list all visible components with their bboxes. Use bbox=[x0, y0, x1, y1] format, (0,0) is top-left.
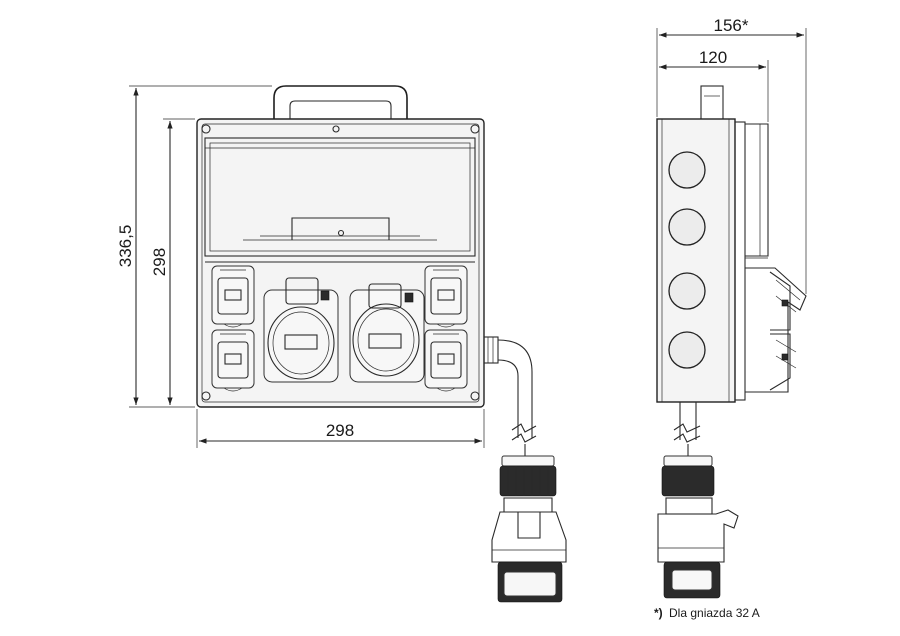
carry-handle bbox=[273, 85, 408, 119]
dim-box-width: 298 bbox=[196, 409, 485, 448]
knockout-3 bbox=[668, 272, 706, 310]
handle-side bbox=[700, 85, 724, 121]
socket-16a-top-right bbox=[424, 265, 468, 328]
socket-16a-bottom-right bbox=[424, 329, 468, 392]
dim-overall-height: 336,5 bbox=[116, 85, 272, 408]
corner-screws bbox=[201, 124, 480, 401]
dim-label-298-vertical: 298 bbox=[150, 248, 169, 276]
dim-label-336: 336,5 bbox=[116, 225, 135, 268]
side-view: 156* 120 *) Dla gniazda 32 A bbox=[654, 16, 807, 620]
angled-sockets-side bbox=[745, 267, 807, 393]
dim-depth: 120 bbox=[659, 48, 769, 122]
socket-16a-top-left bbox=[211, 265, 255, 328]
footnote-text: Dla gniazda 32 A bbox=[669, 606, 760, 620]
dim-label-298-horizontal: 298 bbox=[326, 421, 354, 440]
footnote: *) Dla gniazda 32 A bbox=[654, 606, 760, 620]
plug-front bbox=[491, 455, 567, 603]
knockout-2 bbox=[668, 208, 706, 246]
socket-32a-right bbox=[349, 283, 425, 383]
dim-label-156: 156* bbox=[714, 16, 749, 35]
cable-side bbox=[673, 402, 701, 456]
front-view: 336,5 298 298 bbox=[116, 85, 567, 603]
dim-box-height: 298 bbox=[150, 118, 195, 405]
footnote-marker: *) bbox=[654, 606, 663, 620]
plug-side bbox=[657, 455, 739, 599]
socket-32a-left bbox=[263, 277, 339, 383]
dim-depth-with-socket: 156* bbox=[656, 16, 807, 294]
breaker-window bbox=[204, 137, 476, 263]
socket-16a-bottom-left bbox=[211, 329, 255, 392]
lid-side bbox=[734, 121, 769, 401]
cable-gland-front bbox=[483, 336, 533, 438]
dim-label-120: 120 bbox=[699, 48, 727, 67]
knockout-1 bbox=[668, 151, 706, 189]
knockout-4 bbox=[668, 331, 706, 369]
cable-break-front bbox=[511, 423, 537, 456]
